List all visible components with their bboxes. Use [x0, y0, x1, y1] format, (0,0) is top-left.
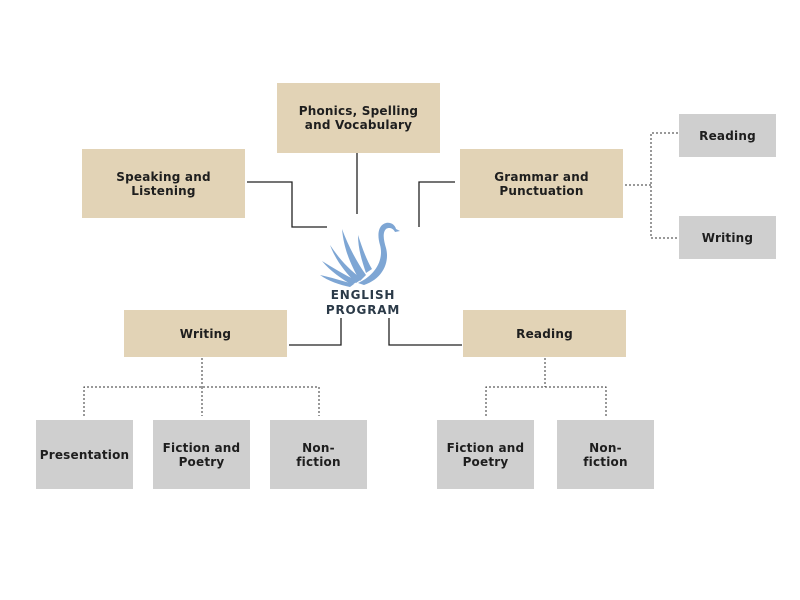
- node-reading: Reading: [463, 310, 626, 357]
- node-grammar-writing: Writing: [679, 216, 776, 259]
- swan-icon: [320, 222, 400, 287]
- node-reading-fiction-poetry: Fiction and Poetry: [437, 420, 534, 489]
- node-reading-nonfiction: Non- fiction: [557, 420, 654, 489]
- node-phonics-spelling-vocabulary: Phonics, Spelling and Vocabulary: [277, 83, 440, 153]
- node-grammar-reading: Reading: [679, 114, 776, 157]
- connector-reading-branch: [485, 386, 607, 416]
- node-writing-fiction-poetry: Fiction and Poetry: [153, 420, 250, 489]
- node-speaking-listening: Speaking and Listening: [82, 149, 245, 218]
- node-writing: Writing: [124, 310, 287, 357]
- node-writing-presentation: Presentation: [36, 420, 133, 489]
- english-program-logo: ENGLISH PROGRAM: [318, 215, 408, 323]
- connector-reading: [388, 318, 462, 346]
- logo-line-1: ENGLISH: [330, 288, 396, 302]
- connector-grammar: [418, 181, 455, 227]
- connector-grammar-branch: [650, 132, 678, 239]
- logo-line-2: PROGRAM: [325, 303, 401, 317]
- node-grammar-punctuation: Grammar and Punctuation: [460, 149, 623, 218]
- connector-speaking: [247, 181, 327, 228]
- connector-writing: [289, 318, 342, 346]
- node-writing-nonfiction: Non- fiction: [270, 420, 367, 489]
